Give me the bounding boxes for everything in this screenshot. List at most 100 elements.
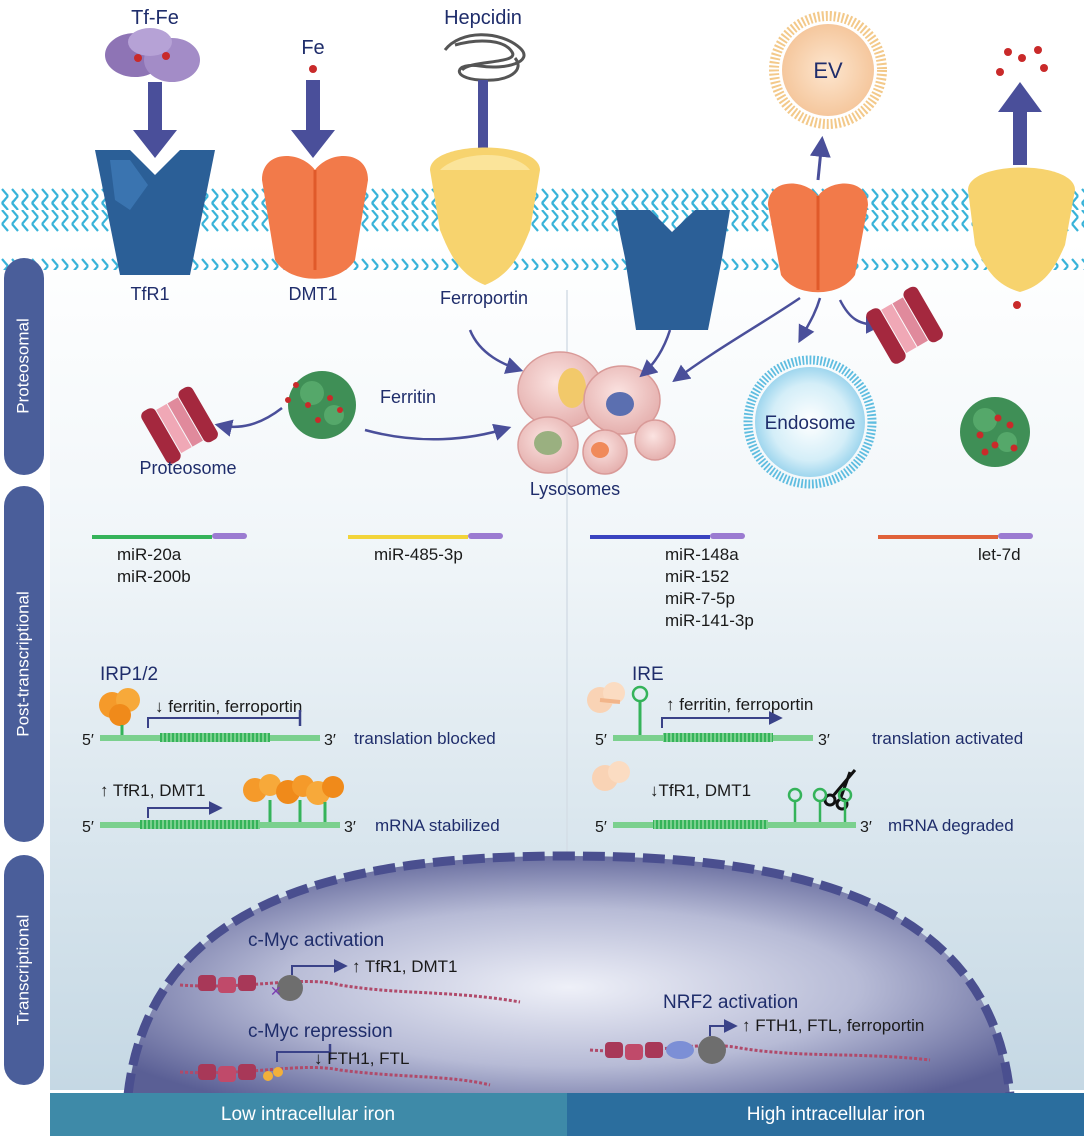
ire-hairpins-3utr	[787, 787, 853, 822]
right-mrna-3utr-1	[773, 735, 813, 741]
left-ferritin-block-line	[147, 717, 300, 728]
nrf2-label: NRF2 activation	[663, 992, 798, 1013]
tf-fe-uptake-arrow	[133, 82, 177, 158]
tfr1-receptor-internalized	[615, 210, 730, 330]
ferritin-to-proteosome-arrow	[214, 407, 283, 437]
left-3prime-2: 3′	[344, 819, 356, 836]
left-mrna-utr-2	[100, 822, 140, 828]
proteosome-label: Proteosome	[139, 458, 236, 478]
ire-label: IRE	[632, 664, 664, 685]
endosome-label: Endosome	[765, 413, 856, 434]
extracellular-vesicle: EV	[769, 11, 887, 129]
nrf2-genes: ↑ FTH1, FTL, ferroportin	[742, 1016, 924, 1035]
left-ferritin-text: ↓ ferritin, ferroportin	[155, 697, 302, 716]
ferritin-to-lysosome-arrow	[364, 423, 512, 441]
myc-binding-mark: ✕	[270, 983, 282, 999]
right-3prime-2: 3′	[860, 819, 872, 836]
left-mrna-cds-1	[160, 733, 270, 742]
mirna-blue-2: miR-152	[665, 567, 729, 586]
mirna-yellow-1: miR-485-3p	[374, 545, 463, 564]
dmt1-transporter-right	[768, 183, 868, 293]
left-mrna-utr-1	[100, 735, 160, 741]
ev-label: EV	[813, 58, 843, 83]
fe-ion-exit	[1013, 301, 1021, 309]
right-degraded-text: mRNA degraded	[888, 816, 1014, 835]
ferroportin-label: Ferroportin	[440, 288, 528, 308]
myc-activation-label: c-Myc activation	[248, 930, 384, 951]
mirna-green-1: miR-20a	[117, 545, 182, 564]
left-3prime-1: 3′	[324, 732, 336, 749]
transferrin-protein	[105, 28, 200, 82]
released-fe	[293, 382, 299, 388]
irp-label: IRP1/2	[100, 664, 158, 685]
lysosomes-label: Lysosomes	[530, 479, 620, 499]
right-mrna-cds-2	[653, 820, 768, 829]
ire-hairpin	[631, 685, 649, 738]
left-5prime-2: 5′	[82, 819, 94, 836]
myc-repression-label: c-Myc repression	[248, 1021, 393, 1042]
side-tab-transcriptional: Transcriptional	[4, 855, 44, 1085]
mirna-blue-3: miR-7-5p	[665, 589, 735, 608]
ferroportin-to-lysosome-arrow	[468, 329, 524, 374]
side-label-post-transcriptional: Post-transcriptional	[13, 591, 32, 737]
footer-high-bar	[567, 1093, 1084, 1136]
right-5prime-2: 5′	[595, 819, 607, 836]
left-5prime-1: 5′	[82, 732, 94, 749]
proteosome-right	[866, 286, 943, 364]
right-mrna-3utr-2	[768, 822, 856, 828]
tf-fe-label: Tf-Fe	[131, 7, 179, 29]
chromatin-nrf2	[589, 1036, 931, 1064]
footer-low-bar	[50, 1093, 567, 1136]
right-ferritin-text: ↑ ferritin, ferroportin	[666, 695, 813, 714]
mirna-blue-1: miR-148a	[665, 545, 739, 564]
left-mrna-cds-2	[140, 820, 260, 829]
dmt1-to-endosome-arrow	[798, 297, 822, 344]
myc-repression-line	[276, 1051, 330, 1062]
mirna-strand-red	[878, 533, 1033, 539]
side-tab-post-transcriptional: Post-transcriptional	[4, 486, 44, 842]
right-tfr1-text: ↓TfR1, DMT1	[650, 781, 751, 800]
chromatin-myc-repression	[179, 1064, 491, 1087]
fe-export-arrow	[998, 82, 1042, 165]
ferroportin-transporter	[430, 147, 540, 285]
tfr1-to-lysosome-arrow	[639, 329, 672, 378]
proteosome-left	[141, 386, 218, 464]
irp-protein-free	[587, 682, 625, 713]
side-label-proteosomal: Proteosomal	[13, 318, 32, 413]
nrf2-arrow	[709, 1019, 738, 1036]
released-fe	[285, 397, 291, 403]
footer-high-label: High intracellular iron	[747, 1104, 925, 1125]
hepcidin-peptide	[443, 33, 526, 82]
irp-protein-free-2	[592, 761, 630, 791]
footer-low-label: Low intracellular iron	[221, 1104, 395, 1125]
ferroportin-transporter-right	[968, 167, 1075, 292]
myc-activation-arrow	[291, 959, 348, 975]
dmt1-to-lysosome-arrow	[672, 296, 801, 383]
tfr1-label: TfR1	[130, 284, 169, 304]
right-mrna-cds-1	[663, 733, 773, 742]
left-stabilized-text: mRNA stabilized	[375, 816, 500, 835]
right-5prime-1: 5′	[595, 732, 607, 749]
chromatin-myc-activation: ✕	[179, 975, 521, 1004]
right-mrna-utr-2	[613, 822, 653, 828]
fe-uptake-arrow	[291, 80, 335, 158]
tfr1-receptor	[95, 150, 215, 275]
left-tfr1-arrow	[147, 801, 223, 818]
hepcidin-label: Hepcidin	[444, 7, 522, 29]
fe-ion	[309, 65, 317, 73]
right-activated-text: translation activated	[872, 729, 1023, 748]
ferritin-label: Ferritin	[380, 387, 436, 407]
fe-label: Fe	[301, 37, 324, 59]
ev-export-arrow	[809, 135, 831, 181]
dmt1-transporter	[262, 156, 368, 279]
myc-activation-genes: ↑ TfR1, DMT1	[352, 957, 457, 976]
ferritin-complex-right	[960, 397, 1030, 467]
ferritin-complex	[288, 371, 356, 439]
endosome: Endosome	[743, 355, 877, 489]
left-mrna-3utr-1	[270, 735, 320, 741]
mirna-strand-yellow	[348, 533, 503, 539]
side-tab-proteosomal: Proteosomal	[4, 258, 44, 475]
mirna-green-2: miR-200b	[117, 567, 191, 586]
